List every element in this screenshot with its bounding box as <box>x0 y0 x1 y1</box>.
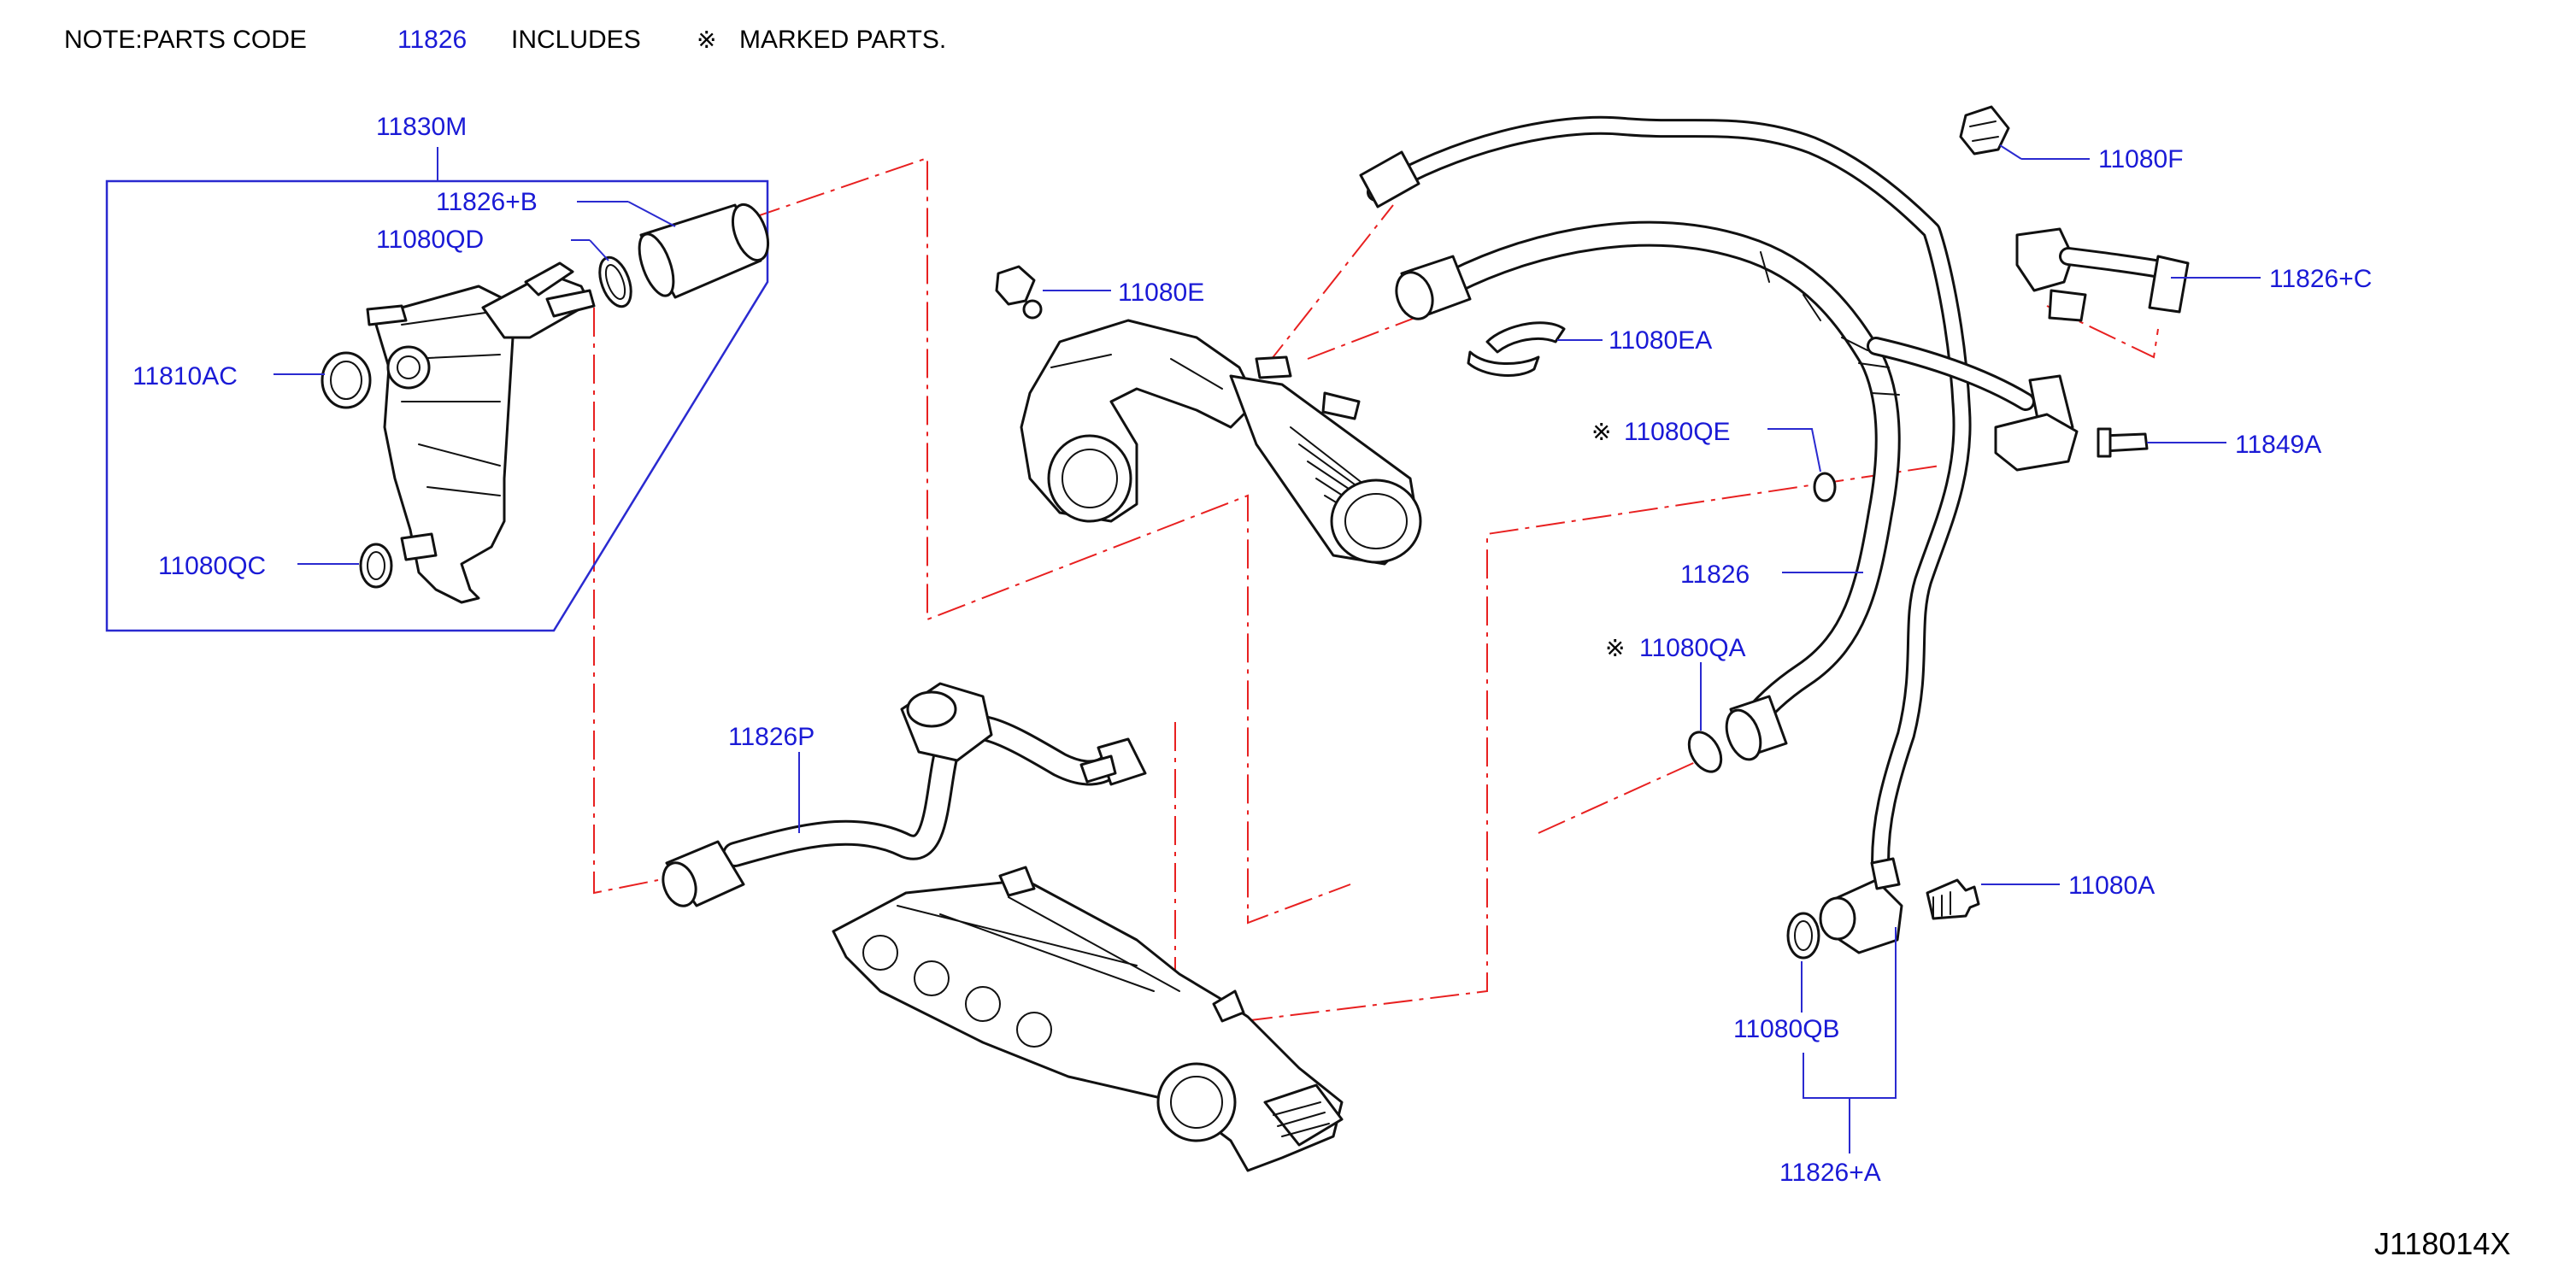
note-prefix: NOTE:PARTS CODE <box>64 26 307 54</box>
o-ring-11080QD-inner <box>604 264 626 300</box>
label-11080QB: 11080QB <box>1733 1015 1840 1043</box>
o-ring-11080QB <box>1786 912 1820 960</box>
coolant-hose <box>1359 115 2074 872</box>
leader-11080QE <box>1767 428 1821 473</box>
label-11849A: 11849A <box>2235 431 2321 459</box>
label-11080EA: 11080EA <box>1609 326 1712 355</box>
dash-line-pcv-to-intake <box>751 156 1351 925</box>
label-11080QC: 11080QC <box>158 552 266 580</box>
oil-separator-part <box>366 261 596 604</box>
gasket-11810AC-inner <box>330 361 362 400</box>
valve-11849A <box>1994 413 2149 472</box>
label-11080A: 11080A <box>2068 872 2155 900</box>
leader-11826B-b <box>627 201 676 227</box>
leader-11080F-a <box>1999 144 2022 160</box>
o-ring-11080QB-inner <box>1794 920 1813 951</box>
label-11080F: 11080F <box>2098 145 2184 173</box>
gasket-11810AC <box>321 351 372 409</box>
o-ring-11080QA <box>1687 731 1723 773</box>
mark-symbol-11080QA: ※ <box>1605 634 1625 662</box>
dash-line-duct-to-hose2 <box>1307 302 1454 360</box>
hose-fitting-11826B <box>638 203 770 299</box>
diagram-id: J118014X <box>2374 1226 2510 1261</box>
leader-lines <box>273 144 2261 1154</box>
label-11830M: 11830M <box>376 113 467 141</box>
hose-clip-11080F <box>1959 105 2010 156</box>
label-11080QA: 11080QA <box>1639 634 1746 662</box>
label-11826P: 11826P <box>728 723 815 751</box>
pcv-connector-11826A <box>1819 857 1903 954</box>
o-ring-11080QC <box>359 543 393 589</box>
label-11826B: 11826+B <box>436 188 538 216</box>
label-11826A: 11826+A <box>1779 1159 1881 1187</box>
part-labels: 11830M 11826+B 11080QD 11810AC 11080QC 1… <box>132 113 2372 1187</box>
leader-11826A-bracket <box>1803 927 1897 1099</box>
dash-line-connector-to-valve <box>2046 305 2159 359</box>
leader-11080QD-b <box>589 239 609 261</box>
dash-line-hose-to-manifold <box>1174 722 1236 1013</box>
label-11810AC: 11810AC <box>132 362 238 390</box>
note-mark-symbol: ※ <box>697 26 716 54</box>
intake-manifold <box>832 866 1344 1172</box>
hose-clip-11080E <box>995 265 1043 320</box>
o-ring-11080QD <box>598 255 632 308</box>
dash-line-separator-to-hose <box>593 308 659 895</box>
air-intake-duct <box>1020 319 1422 566</box>
label-11826: 11826 <box>1680 561 1750 589</box>
dash-line-duct-to-hose <box>1264 204 1394 368</box>
header-note: NOTE:PARTS CODE 11826 INCLUDES ※ MARKED … <box>64 26 946 54</box>
label-11826C: 11826+C <box>2269 265 2372 293</box>
blow-by-hose-11826 <box>1395 220 1901 761</box>
o-ring-11080QC-inner <box>367 551 385 580</box>
mark-symbol-11080QE: ※ <box>1591 418 1611 446</box>
o-ring-11080QE <box>1813 472 1837 502</box>
assembly-outline-box <box>105 179 769 632</box>
bolt-11080A <box>1926 878 1980 920</box>
dash-line-manifold-to-connector <box>1538 751 1719 834</box>
label-11080E: 11080E <box>1118 279 1204 307</box>
note-includes: INCLUDES <box>511 26 641 54</box>
hose-clamp-11080EA <box>1467 321 1566 377</box>
note-code: 11826 <box>397 26 467 54</box>
connector-11826C <box>2015 227 2190 322</box>
note-suffix: MARKED PARTS. <box>739 26 946 54</box>
dash-line-manifold-to-valve <box>1243 465 1941 1022</box>
connection-lines <box>593 156 2159 1022</box>
hose-11826P <box>662 682 1147 907</box>
label-11080QE: 11080QE <box>1624 418 1731 446</box>
label-11080QD: 11080QD <box>376 226 484 254</box>
